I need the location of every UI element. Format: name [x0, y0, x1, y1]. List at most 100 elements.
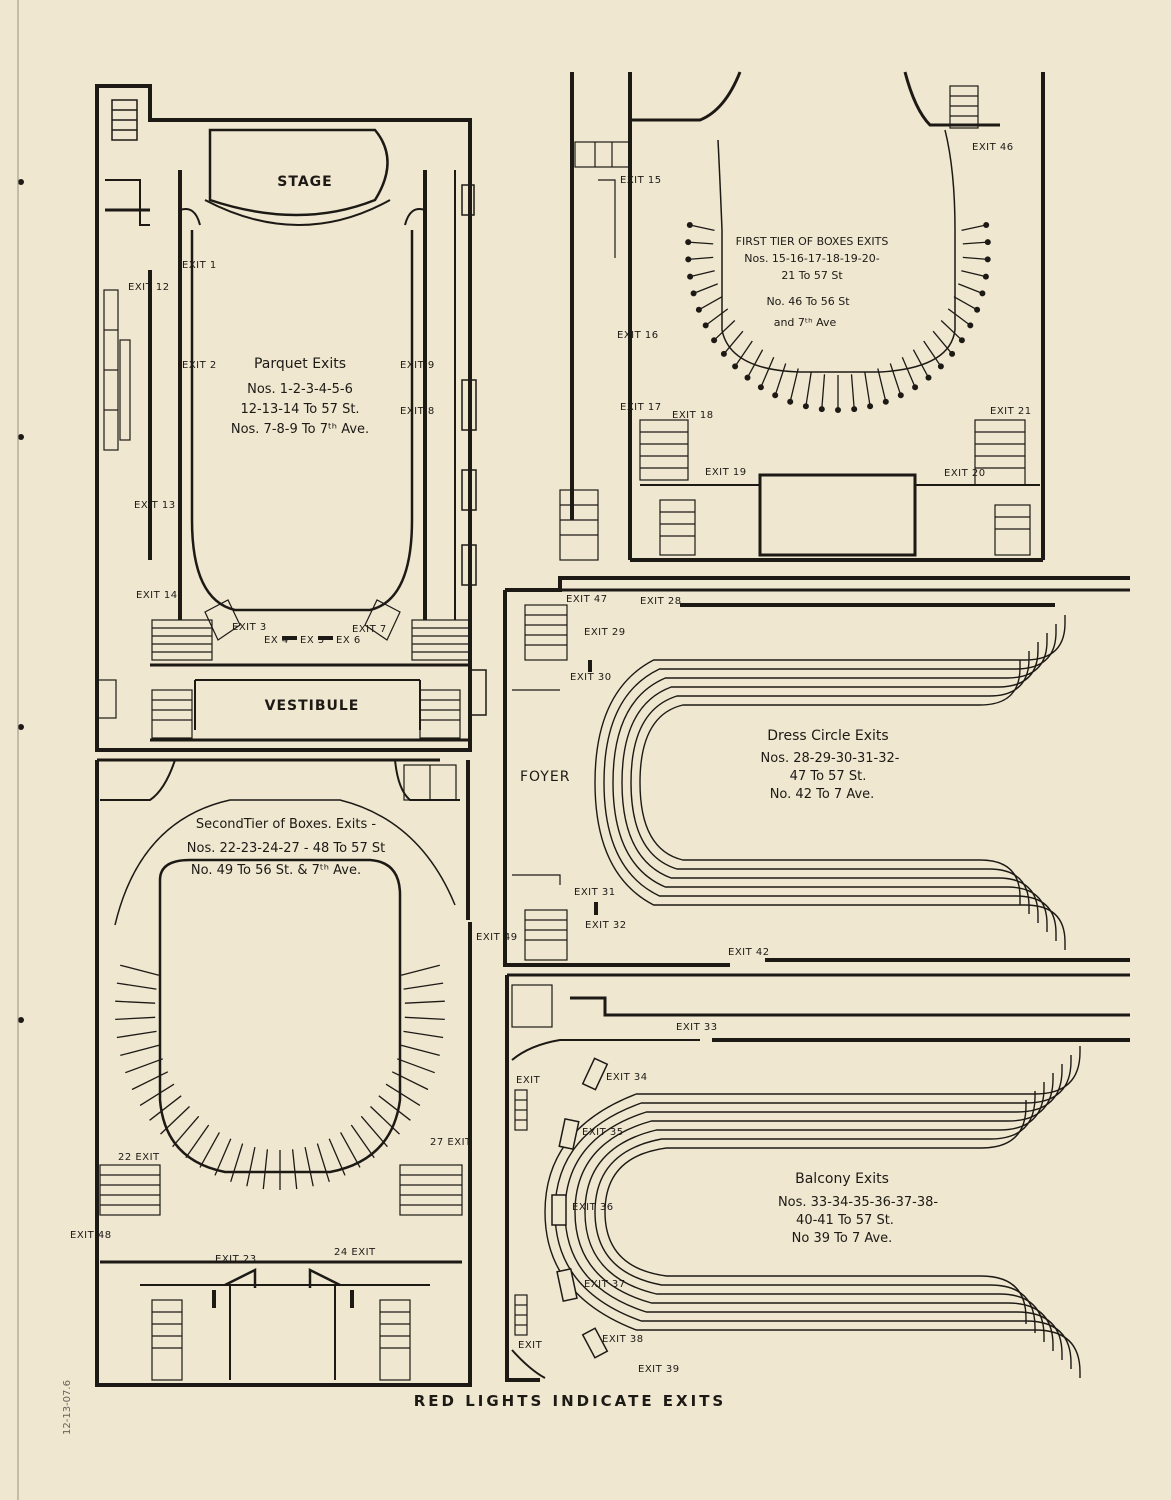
first-tier-box-line [923, 340, 942, 367]
exit-27-label: 27 EXIT [430, 1137, 472, 1148]
exit-36-label: EXIT 36 [572, 1202, 614, 1213]
exit-35-label: EXIT 35 [582, 1127, 624, 1138]
second-tier-box-line [391, 1071, 429, 1091]
first-tier-line-2: Nos. 15-16-17-18-19-20- [744, 252, 880, 265]
second-tier-box-line [291, 1149, 298, 1190]
exit-15-label: EXIT 15 [620, 175, 662, 186]
exit-3-label: EXIT 3 [232, 622, 267, 633]
exit-1-label: EXIT 1 [182, 260, 217, 271]
first-tier-box-line [688, 256, 714, 261]
first-tier-box-line [821, 374, 826, 410]
first-tier-box-line [689, 270, 715, 278]
balcony-row [584, 1082, 1045, 1342]
second-tier-box-line [316, 1143, 330, 1182]
parquet-line-1: Nos. 1-2-3-4-5-6 [247, 382, 353, 397]
balcony-row [604, 1100, 1027, 1324]
second-tier-box-line [116, 982, 157, 990]
first-tier-box-line [698, 296, 723, 311]
exit-46-label: EXIT 46 [972, 142, 1014, 153]
first-tier-box-line [850, 374, 855, 410]
exit-24-label: 24 EXIT [334, 1247, 376, 1258]
parquet-plan: STAGE VESTIBULE Parquet Exits Nos. 1-2-3… [95, 84, 487, 752]
first-tier-box-line [958, 283, 983, 295]
balcony-plan: Balcony Exits Nos. 33-34-35-36-37-38- 40… [505, 973, 1130, 1382]
second-tier-box-line [185, 1124, 210, 1159]
second-tier-plan: SecondTier of Boxes. Exits - Nos. 22-23-… [70, 758, 517, 1387]
first-tier-line-5: and 7ᵗʰ Ave [774, 316, 837, 329]
first-tier-box-marker [690, 290, 697, 297]
first-tier-box-marker [711, 337, 718, 344]
first-tier-box-line [688, 241, 714, 245]
first-tier-plan: FIRST TIER OF BOXES EXITS Nos. 15-16-17-… [559, 71, 1045, 562]
exit-19-label: EXIT 19 [705, 467, 747, 478]
first-tier-box-marker [757, 384, 764, 391]
second-tier-box-line [304, 1146, 314, 1187]
stage-label: STAGE [277, 174, 332, 190]
balcony-exit-lower-label: EXIT [518, 1340, 543, 1351]
first-tier-box-marker [937, 363, 944, 370]
first-tier-box-marker [685, 256, 692, 263]
first-tier-box-marker [974, 306, 981, 313]
second-tier-line-3: No. 49 To 56 St. & 7ᵗʰ Ave. [191, 863, 361, 878]
first-tier-box-marker [979, 290, 986, 297]
exit-32-label: EXIT 32 [585, 920, 627, 931]
exit-18-label: EXIT 18 [672, 410, 714, 421]
first-tier-box-line [693, 283, 718, 295]
exit-7-label: EXIT 7 [352, 624, 387, 635]
exit-47-label: EXIT 47 [566, 594, 608, 605]
second-tier-box-line [172, 1115, 200, 1148]
exit-23-label: EXIT 23 [215, 1254, 257, 1265]
first-tier-box-line [889, 363, 902, 396]
first-tier-box-line [912, 349, 930, 378]
first-tier-box-line [746, 349, 764, 378]
first-tier-box-line [805, 372, 812, 407]
second-tier-box-line [328, 1138, 346, 1176]
first-tier-box-line [961, 270, 987, 278]
second-tier-box-line [404, 1016, 445, 1021]
first-tier-box-line [953, 296, 978, 311]
exit-8-label: EXIT 8 [400, 406, 435, 417]
first-tier-box-marker [851, 406, 858, 413]
dress-circle-plan: FOYER Dress Circle Exits Nos. 28-29-30-3… [503, 576, 1130, 967]
dress-circle-row [612, 633, 1048, 932]
first-tier-box-marker [744, 374, 751, 381]
first-tier-box-line [864, 372, 871, 407]
first-tier-box-marker [912, 384, 919, 391]
first-tier-box-line [734, 340, 753, 367]
vestibule-label: VESTIBULE [265, 698, 360, 714]
balcony-row [564, 1064, 1063, 1360]
first-tier-box-marker [802, 403, 809, 410]
first-tier-box-line [940, 320, 963, 341]
parquet-line-3: Nos. 7-8-9 To 7ᵗʰ Ave. [231, 422, 369, 437]
first-tier-box-marker [720, 350, 727, 357]
second-tier-box-line [230, 1143, 244, 1182]
parquet-line-2: 12-13-14 To 57 St. [240, 402, 359, 417]
first-tier-box-marker [702, 322, 709, 329]
exit-29-label: EXIT 29 [584, 627, 626, 638]
first-tier-line-1: FIRST TIER OF BOXES EXITS [736, 235, 889, 248]
balcony-line-2: 40-41 To 57 St. [796, 1213, 894, 1228]
exit-12-label: EXIT 12 [128, 282, 170, 293]
first-tier-box-line [932, 330, 953, 355]
handwritten-date: 12-13-07.6 [62, 1380, 73, 1435]
first-tier-box-marker [882, 398, 889, 405]
first-tier-box-marker [818, 406, 825, 413]
first-tier-box-marker [687, 273, 694, 280]
first-tier-box-line [901, 356, 916, 388]
dress-circle-row [630, 651, 1030, 914]
exit-6-label: EX 6 [336, 635, 361, 646]
second-tier-box-line [199, 1132, 220, 1168]
dress-circle-row [639, 660, 1021, 905]
balcony-row [574, 1073, 1054, 1351]
first-tier-box-markers [685, 222, 991, 413]
first-tier-box-marker [772, 392, 779, 399]
first-tier-box-line [760, 356, 775, 388]
dress-circle-line-1: Nos. 28-29-30-31-32- [761, 751, 900, 766]
first-tier-box-marker [787, 398, 794, 405]
first-tier-box-line [723, 330, 744, 355]
second-tier-box-line [360, 1115, 388, 1148]
first-tier-box-line [947, 308, 971, 326]
second-tier-box-line [385, 1083, 421, 1106]
